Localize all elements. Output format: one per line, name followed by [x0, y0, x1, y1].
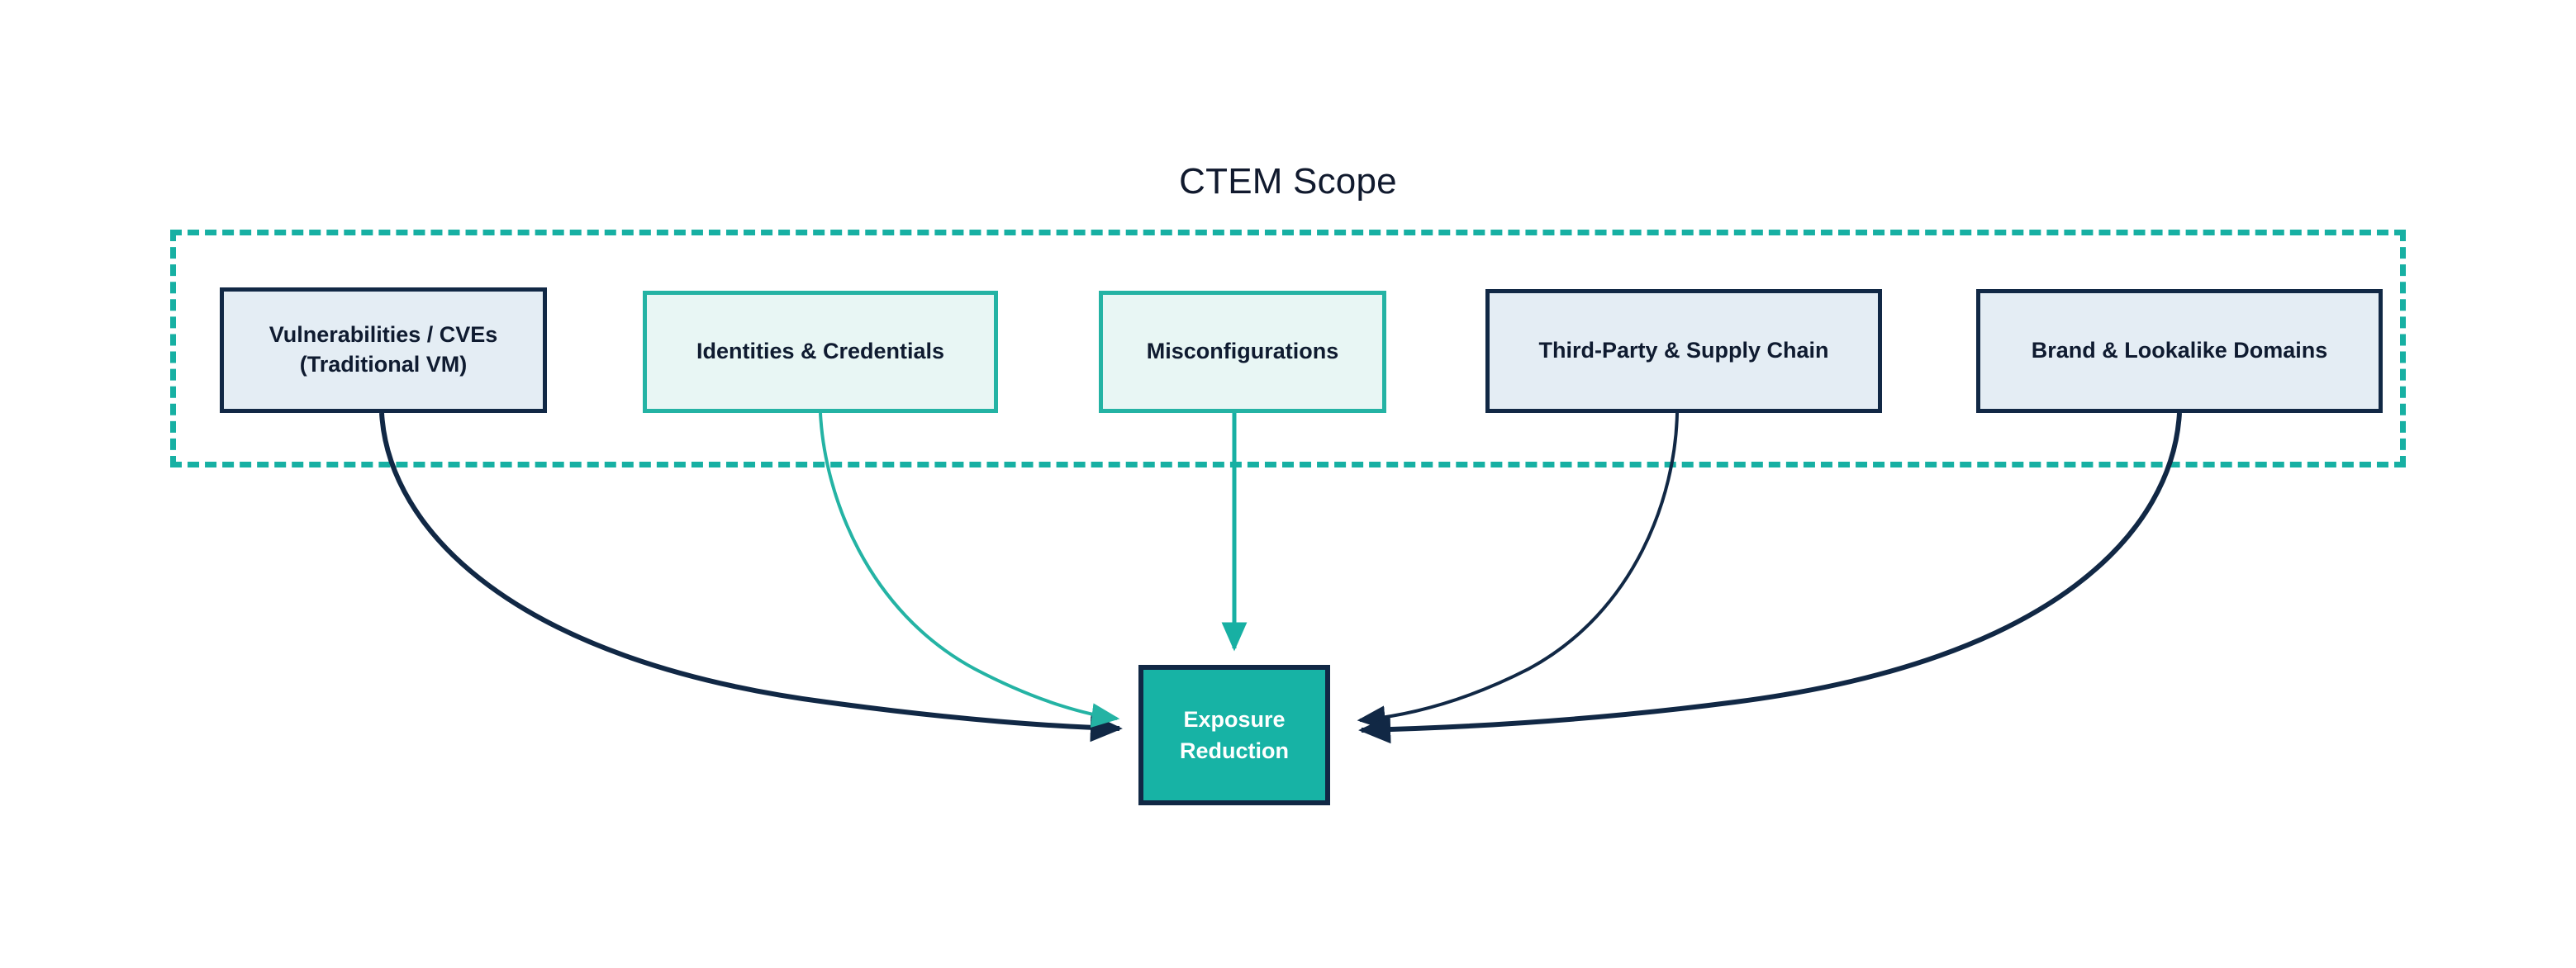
node-identities[interactable]: Identities & Credentials	[643, 291, 998, 413]
node-label-brand: Brand & Lookalike Domains	[2031, 338, 2328, 363]
node-label-vulnerabilities: Vulnerabilities / CVEs (Traditional VM)	[269, 322, 498, 377]
node-exposure-reduction[interactable]: Exposure Reduction	[1138, 665, 1330, 805]
node-label-third-party: Third-Party & Supply Chain	[1538, 338, 1829, 363]
page-title: CTEM Scope	[1179, 161, 1397, 202]
node-label-exposure-reduction: Exposure Reduction	[1180, 706, 1289, 763]
node-label-misconfigurations: Misconfigurations	[1146, 339, 1339, 364]
node-label-identities: Identities & Credentials	[696, 339, 945, 364]
ctem-scope-container	[170, 230, 2406, 467]
node-misconfigurations[interactable]: Misconfigurations	[1099, 291, 1386, 413]
node-third-party[interactable]: Third-Party & Supply Chain	[1485, 289, 1882, 413]
node-brand[interactable]: Brand & Lookalike Domains	[1976, 289, 2383, 413]
node-vulnerabilities[interactable]: Vulnerabilities / CVEs (Traditional VM)	[220, 287, 547, 413]
